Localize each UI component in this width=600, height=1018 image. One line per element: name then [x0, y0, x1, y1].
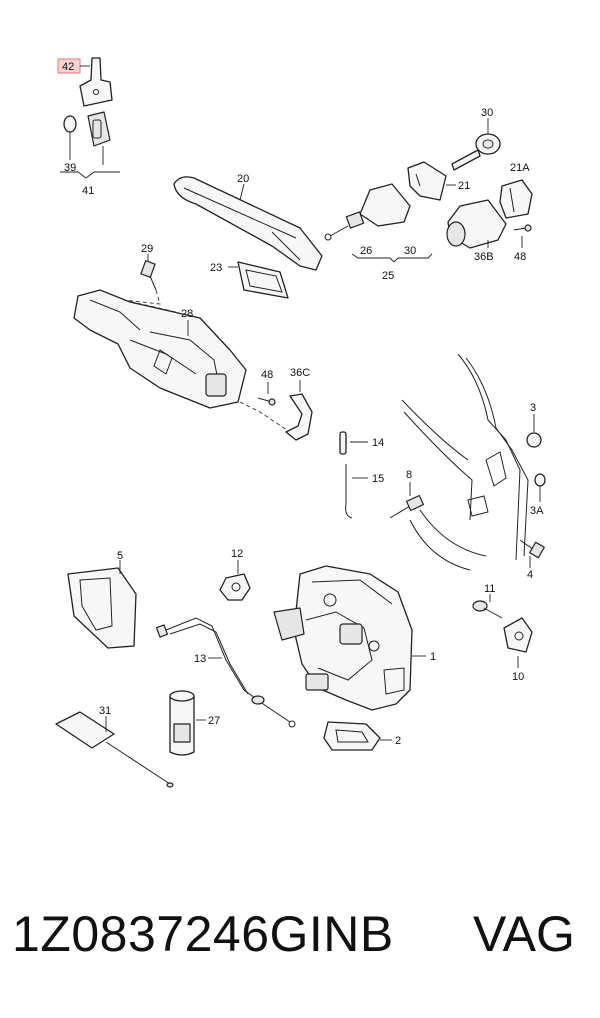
callout-1: 1	[430, 651, 436, 663]
handle-seal-part	[237, 261, 289, 299]
callout-36b: 36B	[474, 251, 494, 263]
callout-23: 23	[210, 262, 222, 274]
screw-48-upper	[513, 224, 532, 232]
cover-2-part	[323, 721, 381, 751]
callout-13: 13	[194, 653, 206, 665]
exploded-parts-diagram: 42 39 41 20 30 21 21A 26 30 25	[55, 57, 546, 788]
callout-30-key: 30	[481, 107, 493, 119]
lock-cylinder-part	[324, 183, 411, 241]
remote-key-part	[60, 57, 120, 179]
screw-48-lower	[257, 397, 276, 406]
callout-2: 2	[395, 735, 401, 747]
cable-13-part	[155, 617, 296, 728]
callout-15: 15	[372, 473, 384, 485]
callout-30-cylinder: 30	[404, 245, 416, 257]
bolt-11	[472, 600, 503, 619]
door-lock-module-part	[273, 565, 413, 711]
callout-26: 26	[360, 245, 372, 257]
bolt-4	[519, 539, 545, 559]
grommet-3	[526, 432, 542, 448]
lock-cap-part	[407, 161, 447, 201]
callout-48-upper: 48	[514, 251, 526, 263]
callout-14: 14	[372, 437, 384, 449]
callout-42: 42	[62, 61, 74, 73]
connector-8	[389, 494, 425, 519]
cylinder-housing-part	[446, 199, 507, 249]
callout-39: 39	[64, 162, 76, 174]
callout-28: 28	[181, 308, 193, 320]
callout-21: 21	[458, 180, 470, 192]
door-frame-outline	[401, 353, 529, 571]
callout-25: 25	[382, 270, 394, 282]
cap-21a-part	[499, 179, 533, 219]
callout-31: 31	[99, 705, 111, 717]
striker-plate-10	[503, 617, 533, 653]
caption-bar: 1Z0837246GINB VAG	[0, 905, 600, 975]
callout-48-lower: 48	[261, 369, 273, 381]
part-number: 1Z0837246GINB	[12, 906, 394, 962]
callout-29: 29	[141, 243, 153, 255]
clip-12-part	[219, 573, 251, 601]
callout-3a: 3A	[530, 505, 544, 517]
callout-3: 3	[530, 402, 536, 414]
callout-4: 4	[527, 569, 533, 581]
callout-41: 41	[82, 185, 94, 197]
rod-15	[345, 464, 353, 519]
brand-label: VAG	[473, 906, 575, 962]
callout-20: 20	[237, 173, 249, 185]
callout-10: 10	[512, 671, 524, 683]
outer-handle-part	[173, 176, 323, 271]
callout-27: 27	[208, 715, 220, 727]
grease-can-27	[169, 690, 195, 756]
callout-11: 11	[484, 583, 495, 595]
screw-29	[140, 260, 157, 291]
key-part	[451, 133, 501, 171]
clip-36c-part	[285, 393, 313, 441]
callout-5: 5	[117, 550, 123, 562]
grommet-3a	[534, 473, 546, 487]
callout-12: 12	[231, 548, 243, 560]
callout-21a: 21A	[510, 162, 530, 174]
trim-5-part	[67, 567, 137, 649]
handle-bracket-part	[73, 289, 247, 409]
callout-36c: 36C	[290, 367, 310, 379]
lock-pin-14	[339, 431, 347, 455]
tool-31-part	[55, 711, 174, 788]
callout-8: 8	[406, 469, 412, 481]
